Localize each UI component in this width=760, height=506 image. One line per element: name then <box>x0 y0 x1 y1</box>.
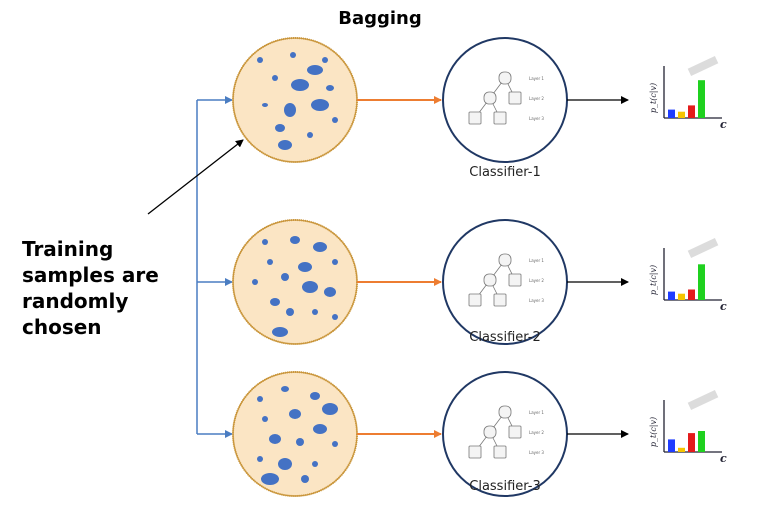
sample-point <box>312 461 318 467</box>
note-line-1: Training <box>22 237 114 261</box>
sample-point <box>290 236 300 244</box>
training-sample-1 <box>232 37 358 163</box>
sampling-bracket <box>196 96 233 438</box>
histogram-bar <box>678 293 685 300</box>
sample-point <box>298 262 312 272</box>
sample-point <box>310 392 320 400</box>
sample-point <box>307 132 313 138</box>
sample-point <box>284 103 296 117</box>
sample-point <box>281 273 289 281</box>
histogram-y-label: p_t(c|v) <box>649 417 658 447</box>
histogram-bar <box>688 105 695 118</box>
sample-point <box>324 287 336 297</box>
histogram-bar <box>698 431 705 452</box>
sample-point <box>272 75 278 81</box>
sample-point <box>332 441 338 447</box>
classifier-2-label: Classifier-2 <box>469 330 541 345</box>
sample-point <box>301 475 309 483</box>
sample-point <box>302 281 318 293</box>
histogram-bar <box>698 264 705 300</box>
sample-point <box>281 386 289 392</box>
sample-point <box>311 99 329 111</box>
sample-point <box>332 117 338 123</box>
decision-tree-icon <box>468 253 522 307</box>
histogram-x-label: c <box>720 452 727 465</box>
tree-layer-label: Layer 3 <box>529 116 544 121</box>
sample-point <box>332 259 338 265</box>
sample-point <box>290 52 296 58</box>
histogram-x-label: c <box>720 118 727 131</box>
sample-point <box>262 103 268 107</box>
note-line-2: samples are <box>22 263 159 287</box>
tree-layer-label: Layer 3 <box>529 298 544 303</box>
sample-point <box>261 473 279 485</box>
training-samples-note: Training samples are randomly chosen <box>22 236 192 340</box>
classifier-1: Layer 1 Layer 2 Layer 3 <box>442 37 568 163</box>
sample-point <box>313 242 327 252</box>
sample-point <box>307 65 323 75</box>
diagram-title: Bagging <box>338 8 422 29</box>
sample-point <box>257 456 263 462</box>
histogram-bar <box>678 111 685 118</box>
sample-point <box>257 57 263 63</box>
sample-point <box>322 403 338 415</box>
sample-point <box>275 124 285 132</box>
histogram-bar <box>688 289 695 300</box>
sample-point <box>296 438 304 446</box>
sample-point <box>252 279 258 285</box>
posterior-histogram-1: p_t(c|v)c <box>649 56 727 131</box>
posterior-histogram-3: p_t(c|v)c <box>649 390 727 465</box>
tree-layer-label: Layer 1 <box>529 410 544 415</box>
classifier-2: Layer 1 Layer 2 Layer 3 <box>442 219 568 345</box>
training-sample-3 <box>232 371 358 497</box>
sample-point <box>332 314 338 320</box>
histogram-bar <box>668 291 675 300</box>
classifier-3: Layer 1 Layer 2 Layer 3 <box>442 371 568 497</box>
sample-point <box>278 458 292 470</box>
sample-point <box>272 327 288 337</box>
sample-point <box>313 424 327 434</box>
decision-tree-icon <box>468 71 522 125</box>
sample-point <box>267 259 273 265</box>
histogram-bar <box>678 447 685 452</box>
classifier-3-label: Classifier-3 <box>469 479 541 494</box>
sample-point <box>262 239 268 245</box>
tree-layer-label: Layer 2 <box>529 278 544 283</box>
sample-point <box>289 409 301 419</box>
note-pointer-arrow <box>147 139 244 215</box>
histogram-y-label: p_t(c|v) <box>649 83 658 113</box>
sample-point <box>257 396 263 402</box>
note-line-4: chosen <box>22 315 102 339</box>
histogram-bar <box>668 109 675 118</box>
posterior-histogram-2: p_t(c|v)c <box>649 238 727 313</box>
histogram-bar <box>668 439 675 452</box>
sample-point <box>270 298 280 306</box>
histogram-y-label: p_t(c|v) <box>649 265 658 295</box>
sample-point <box>269 434 281 444</box>
tree-layer-label: Layer 3 <box>529 450 544 455</box>
sample-point <box>291 79 309 91</box>
tree-layer-label: Layer 2 <box>529 430 544 435</box>
sample-point <box>278 140 292 150</box>
decision-tree-icon <box>468 405 522 459</box>
training-sample-2 <box>232 219 358 345</box>
sample-point <box>286 308 294 316</box>
note-line-3: randomly <box>22 289 129 313</box>
histogram-bar <box>688 433 695 452</box>
histogram-bar <box>698 80 705 118</box>
sample-point <box>326 85 334 91</box>
classifier-1-label: Classifier-1 <box>469 165 541 180</box>
histogram-x-label: c <box>720 300 727 313</box>
tree-layer-label: Layer 1 <box>529 258 544 263</box>
tree-layer-label: Layer 1 <box>529 76 544 81</box>
sample-point <box>322 57 328 63</box>
tree-layer-label: Layer 2 <box>529 96 544 101</box>
sample-point <box>262 416 268 422</box>
sample-point <box>312 309 318 315</box>
